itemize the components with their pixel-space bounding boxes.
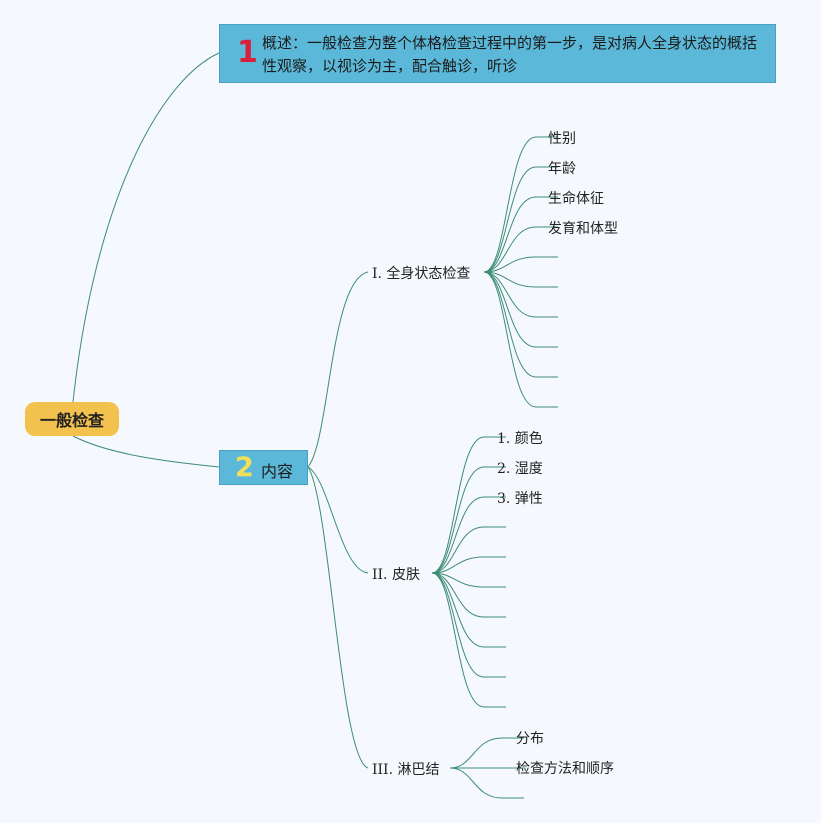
overview-node[interactable]: 1 概述：一般检查为整个体格检查过程中的第一步，是对病人全身状态的概括性观察，以… xyxy=(219,24,776,83)
branch-line-s1-8 xyxy=(483,271,558,348)
branch-line-s2-9 xyxy=(431,572,506,678)
branch-line-s1-6 xyxy=(483,271,558,288)
branch-line-s1-3 xyxy=(483,196,558,273)
branch-line-s2-3 xyxy=(431,496,506,574)
link-root-content xyxy=(72,435,220,468)
branch-line-s2-7 xyxy=(431,572,506,618)
leaf-development-body-type[interactable]: 发育和体型 xyxy=(548,221,618,237)
branch-line-s2-4 xyxy=(431,526,506,574)
root-node[interactable]: 一般检查 xyxy=(25,402,119,436)
content-label: 内容 xyxy=(261,462,294,481)
branch-line-s2-10 xyxy=(431,572,506,708)
link-content-s2 xyxy=(307,466,369,574)
section-lymph-nodes[interactable]: III. 淋巴结 xyxy=(372,762,440,778)
leaf-skin-elasticity[interactable]: 3. 弹性 xyxy=(497,491,543,507)
link-content-s1 xyxy=(307,271,369,468)
branch-line-s3-1 xyxy=(449,737,524,769)
branch-line-s1-4 xyxy=(483,226,558,273)
leaf-lymph-exam-method[interactable]: 检查方法和顺序 xyxy=(516,761,614,777)
leaf-vital-signs[interactable]: 生命体征 xyxy=(548,191,604,207)
branch-line-s1-10 xyxy=(483,271,558,408)
leaf-age[interactable]: 年龄 xyxy=(548,161,576,177)
content-number-badge: 2 xyxy=(235,452,254,483)
link-root-overview xyxy=(72,52,220,403)
overview-number-badge: 1 xyxy=(237,35,258,70)
branch-line-s1-5 xyxy=(483,256,558,273)
branch-line-s2-1 xyxy=(431,436,506,574)
section-general-status[interactable]: I. 全身状态检查 xyxy=(372,266,471,282)
content-node[interactable]: 2 内容 xyxy=(219,450,308,485)
section-skin[interactable]: II. 皮肤 xyxy=(372,567,420,583)
branch-line-s2-2 xyxy=(431,466,506,574)
branch-line-s2-6 xyxy=(431,572,506,588)
branch-line-s1-1 xyxy=(483,136,558,273)
branch-line-s2-8 xyxy=(431,572,506,648)
overview-text: 概述：一般检查为整个体格检查过程中的第一步，是对病人全身状态的概括性观察，以视诊… xyxy=(262,34,758,75)
leaf-skin-color[interactable]: 1. 颜色 xyxy=(497,431,543,447)
branch-line-s1-2 xyxy=(483,166,558,273)
branch-line-s3-3 xyxy=(449,767,524,799)
branch-line-s2-5 xyxy=(431,556,506,574)
leaf-gender[interactable]: 性别 xyxy=(548,131,576,147)
leaf-lymph-distribution[interactable]: 分布 xyxy=(516,731,544,747)
branch-line-s1-7 xyxy=(483,271,558,318)
leaf-skin-moisture[interactable]: 2. 湿度 xyxy=(497,461,543,477)
link-content-s3 xyxy=(307,466,369,769)
branch-line-s1-9 xyxy=(483,271,558,378)
root-label: 一般检查 xyxy=(39,411,104,430)
